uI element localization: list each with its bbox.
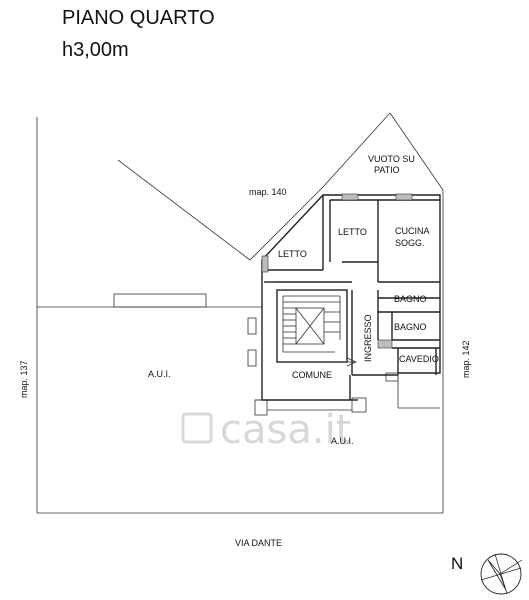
label-bagno-a: BAGNO bbox=[394, 294, 427, 304]
street-label: VIA DANTE bbox=[235, 538, 282, 548]
staircase-core bbox=[276, 289, 357, 367]
label-vuoto-line1: VUOTO SU bbox=[368, 154, 415, 164]
label-map-142: map. 142 bbox=[461, 340, 471, 378]
floor-title: PIANO QUARTO bbox=[62, 7, 215, 29]
north-label: N bbox=[451, 554, 463, 573]
common-area-walls bbox=[247, 317, 440, 416]
apartment-walls bbox=[261, 193, 441, 401]
label-letto-a: LETTO bbox=[338, 227, 367, 237]
label-cucina-line2: SOGG. bbox=[395, 238, 425, 248]
site-boundaries bbox=[36, 112, 444, 514]
label-vuoto-line2: PATIO bbox=[374, 165, 400, 175]
label-letto-b: LETTO bbox=[278, 249, 307, 259]
north-compass-icon bbox=[480, 553, 523, 595]
label-comune: COMUNE bbox=[292, 370, 332, 380]
label-map-137: map. 137 bbox=[19, 360, 29, 398]
watermark-text: casa.it bbox=[220, 407, 351, 453]
floor-height: h3,00m bbox=[62, 39, 129, 61]
label-bagno-b: BAGNO bbox=[394, 322, 427, 332]
label-map-140: map. 140 bbox=[249, 187, 287, 197]
label-ingresso: INGRESSO bbox=[363, 314, 373, 362]
label-cavedio: CAVEDIO bbox=[399, 354, 439, 364]
label-aui-a: A.U.I. bbox=[148, 369, 171, 379]
label-aui-b: A.U.I. bbox=[331, 436, 354, 446]
label-cucina-line1: CUCINA bbox=[395, 226, 430, 236]
watermark: casa.it bbox=[181, 407, 351, 453]
